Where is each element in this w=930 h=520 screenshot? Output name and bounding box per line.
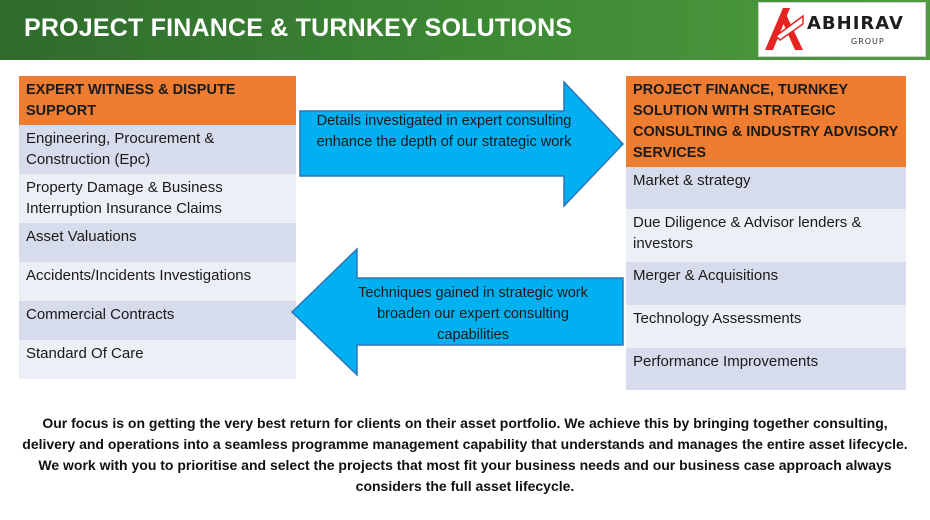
title-bar: PROJECT FINANCE & TURNKEY SOLUTIONS ABHI… (0, 0, 930, 60)
list-item: Engineering, Procurement & Construction … (19, 125, 296, 174)
arrow-right: Details investigated in expert consultin… (298, 80, 625, 208)
abhirav-logo-icon (765, 8, 804, 50)
list-item: Standard Of Care (19, 340, 296, 379)
list-item: Commercial Contracts (19, 301, 296, 340)
list-item: Merger & Acquisitions (626, 262, 906, 305)
project-finance-column: PROJECT FINANCE, TURNKEY SOLUTION WITH S… (626, 76, 906, 390)
expert-witness-header: EXPERT WITNESS & DISPUTE SUPPORT (19, 76, 296, 125)
company-logo: ABHIRAV GROUP (758, 2, 926, 57)
arrow-left-text: Techniques gained in strategic work broa… (358, 285, 588, 343)
left-arrow-icon (290, 247, 624, 377)
list-item: Accidents/Incidents Investigations (19, 262, 296, 301)
page-title: PROJECT FINANCE & TURNKEY SOLUTIONS (24, 14, 573, 42)
footer-text: Our focus is on getting the very best re… (20, 413, 910, 497)
arrow-right-text: Details investigated in expert consultin… (316, 113, 572, 150)
footer-paragraph-1: Our focus is on getting the very best re… (22, 415, 908, 452)
arrow-left: Techniques gained in strategic work broa… (290, 247, 625, 377)
list-item: Due Diligence & Advisor lenders & invest… (626, 209, 906, 262)
list-item: Technology Assessments (626, 305, 906, 348)
expert-witness-column: EXPERT WITNESS & DISPUTE SUPPORT Enginee… (19, 76, 296, 379)
list-item: Performance Improvements (626, 348, 906, 390)
list-item: Property Damage & Business Interruption … (19, 174, 296, 223)
footer-paragraph-2: We work with you to prioritise and selec… (38, 457, 892, 494)
list-item: Market & strategy (626, 167, 906, 209)
list-item: Asset Valuations (19, 223, 296, 262)
logo-subtext: GROUP (851, 37, 885, 46)
right-arrow-icon (299, 80, 625, 208)
logo-wordmark: ABHIRAV (807, 13, 904, 34)
project-finance-header: PROJECT FINANCE, TURNKEY SOLUTION WITH S… (626, 76, 906, 167)
